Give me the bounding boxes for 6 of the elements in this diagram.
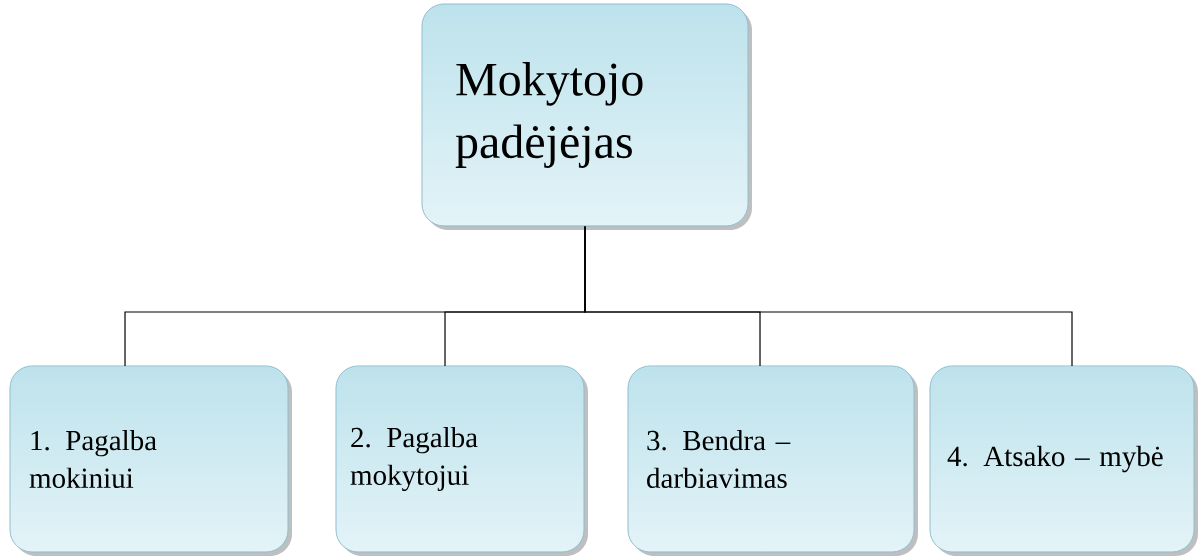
connector-line (584, 225, 1073, 367)
rounded-box: 2. Pagalba mokytojui (335, 365, 588, 556)
rounded-box: 4. Atsako – mybė (929, 365, 1198, 556)
rounded-box: 3. Bendra – darbiavimas (627, 365, 918, 556)
rounded-box: 1. Pagalba mokiniui (9, 365, 292, 556)
rounded-box: Mokytojo padėjėjas (421, 3, 752, 230)
